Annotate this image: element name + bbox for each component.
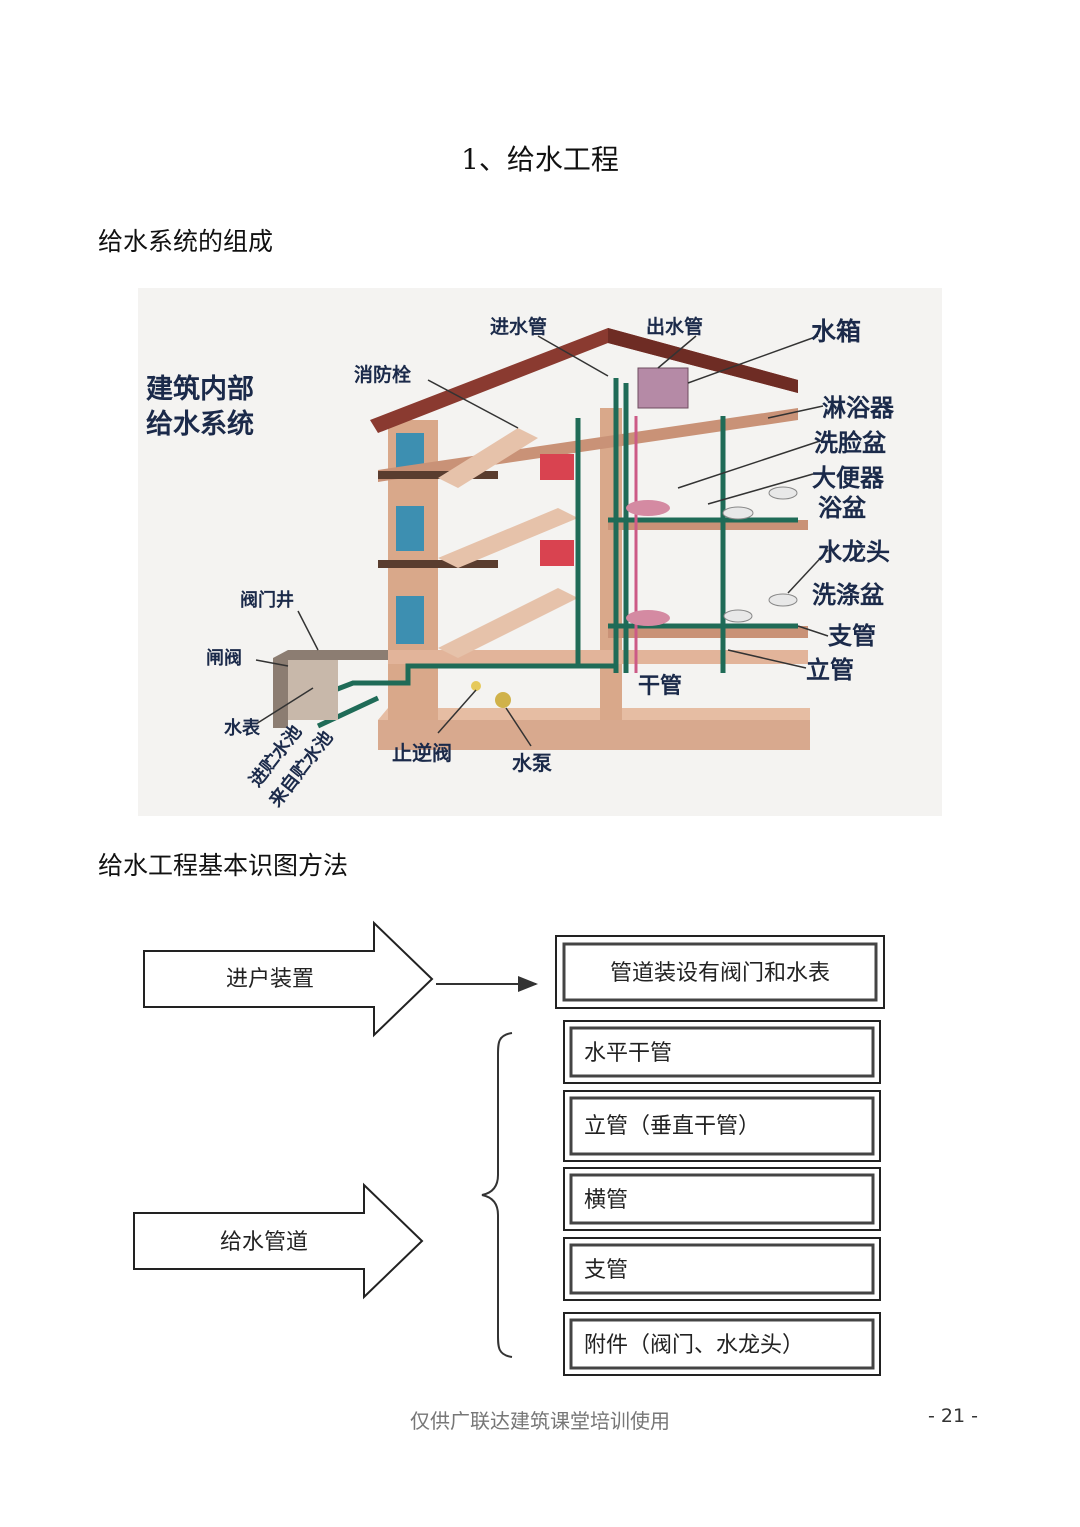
grouping-brace [481,1032,513,1358]
label-gate-valve: 闸阀 [206,647,242,669]
label-riser: 立管 [806,655,854,684]
label-bathtub: 浴盆 [818,493,867,522]
stair-flight-middle [438,508,578,568]
supply-pipe-arrow [133,1182,424,1300]
water-tank [637,367,689,409]
reading-method-diagram: 进户装置 管道装设有阀门和水表 给水管道 水平干管 立管（垂直干管） 横管 支管 [133,920,885,1376]
label-valve-well: 阀门井 [240,589,294,611]
pump-icon [495,692,511,708]
system-title-line2: 给水系统 [146,408,254,440]
label-outlet-pipe: 出水管 [646,315,703,338]
pipe-type-label: 附件（阀门、水龙头） [584,1333,804,1358]
bathtub-lower [626,610,670,626]
page-title: 1、给水工程 [461,143,619,176]
center-wall [600,408,622,720]
entry-result-label: 管道装设有阀门和水表 [610,961,830,986]
pipe-type-box: 水平干管 [563,1020,881,1084]
floor-2 [608,520,808,530]
window-middle [396,506,424,551]
label-pump: 水泵 [512,751,552,775]
stair-flight-lower [438,588,578,658]
pipe-type-label: 横管 [584,1188,628,1213]
fire-hydrant-box-upper [540,454,574,480]
section-heading-reading-method: 给水工程基本识图方法 [98,851,349,880]
pipe-types-list: 水平干管 立管（垂直干管） 横管 支管 附件（阀门、水龙头） [563,1020,881,1376]
bathtub-upper [626,500,670,516]
label-water-tank: 水箱 [811,317,861,346]
pipe-type-label: 支管 [584,1258,628,1283]
entry-device-arrow [143,920,434,1038]
pipe-type-label: 立管（垂直干管） [584,1114,760,1139]
label-check-valve: 止逆阀 [392,741,452,765]
stair-flight-upper [438,428,538,488]
fire-hydrant-box-lower [540,540,574,566]
label-sink: 洗涤盆 [812,580,885,609]
label-shower: 淋浴器 [822,393,895,422]
washbasin-fixture [768,486,798,500]
pipe-type-box: 附件（阀门、水龙头） [563,1312,881,1376]
pipe-type-box: 支管 [563,1237,881,1301]
label-branch-pipe: 支管 [828,621,876,650]
valve-well [273,650,388,728]
label-washbasin: 洗脸盆 [814,428,887,457]
label-inlet-pipe: 进水管 [490,315,547,338]
section-heading-composition: 给水系统的组成 [98,227,274,256]
pipe-type-box: 立管（垂直干管） [563,1090,881,1162]
label-main-pipe: 干管 [638,673,682,699]
toilet-fixture [722,506,754,520]
entry-result-box [562,942,878,1002]
footer-text: 仅供广联达建筑课堂培训使用 [410,1409,670,1433]
label-faucet: 水龙头 [818,537,890,566]
water-supply-system-diagram: 建筑内部 给水系统 进水管 出水管 水箱 消防栓 淋浴器 洗脸盆 大便器 浴盆 … [138,288,942,816]
page-number: - 21 - [928,1405,978,1427]
system-title-line1: 建筑内部 [146,373,254,405]
check-valve-icon [471,681,481,691]
pipe-type-box: 横管 [563,1167,881,1231]
floor-1 [608,626,808,638]
label-water-meter: 水表 [224,717,261,739]
label-fire-hydrant: 消防栓 [354,363,411,386]
label-toilet: 大便器 [812,463,885,492]
entry-device-label: 进户装置 [226,967,314,992]
supply-pipe-label: 给水管道 [220,1230,308,1255]
sink-fixture [723,609,753,623]
window-lower [396,596,424,644]
ground-slab [378,720,810,750]
pipe-type-label: 水平干管 [584,1041,672,1066]
